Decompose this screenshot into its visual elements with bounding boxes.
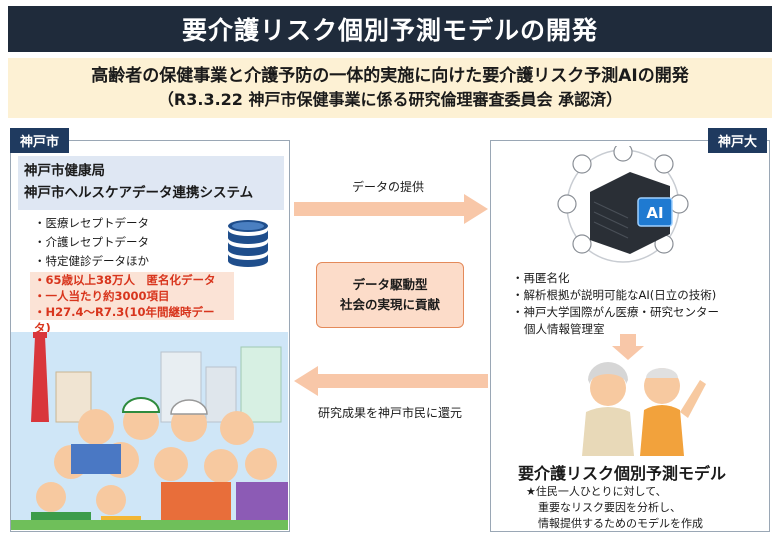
university-item: 解析根拠が説明可能なAI(日立の技術) bbox=[512, 287, 719, 304]
ai-server-illustration: AI bbox=[557, 146, 689, 263]
agency-line2: 神戸市ヘルスケアデータ連携システム bbox=[24, 185, 254, 201]
kobe-university-tag: 神戸大 bbox=[708, 128, 768, 153]
data-item: 医療レセプトデータ bbox=[34, 214, 150, 233]
page-title: 要介護リスク個別予測モデルの開発 bbox=[8, 6, 772, 52]
data-item: 特定健診データほか bbox=[34, 252, 150, 271]
elderly-couple-illustration bbox=[582, 362, 706, 456]
data-provide-label: データの提供 bbox=[352, 180, 425, 194]
stats-box: 65歳以上38万人 匿名化データ 一人当たり約3000項目 H27.4～R7.3… bbox=[30, 272, 234, 335]
data-item: 介護レセプトデータ bbox=[34, 233, 150, 252]
model-description: ★住民一人ひとりに対して、 重要なリスク要因を分析し、 情報提供するためのモデル… bbox=[526, 484, 703, 532]
city-people-illustration bbox=[11, 332, 288, 530]
return-results-label: 研究成果を神戸市民に還元 bbox=[318, 406, 463, 420]
left-arrow-icon bbox=[294, 366, 488, 396]
model-title: 要介護リスク個別予測モデル bbox=[518, 464, 727, 483]
subtitle-line1: 高齢者の保健事業と介護予防の一体的実施に向けた要介護リスク予測AIの開発 bbox=[91, 66, 689, 86]
kobe-city-tag: 神戸市 bbox=[10, 128, 70, 153]
model-desc-line: 情報提供するためのモデルを作成 bbox=[538, 517, 703, 530]
database-icon bbox=[228, 220, 268, 267]
model-desc-line: 重要なリスク要因を分析し、 bbox=[538, 501, 681, 514]
center-box-line1: データ駆動型 bbox=[352, 277, 428, 292]
down-arrow-icon bbox=[612, 334, 644, 360]
ai-chip-label: AI bbox=[646, 204, 663, 222]
stat-item: H27.4～R7.3(10年間継時データ) bbox=[34, 304, 230, 336]
center-box-line2: 社会の実現に貢献 bbox=[339, 297, 440, 312]
university-item: 神戸大学国際がん医療・研究センター bbox=[512, 304, 720, 321]
stat-item: 一人当たり約3000項目 bbox=[34, 288, 230, 304]
agency-line1: 神戸市健康局 bbox=[24, 163, 105, 179]
data-item-list: 医療レセプトデータ 介護レセプトデータ 特定健診データほか bbox=[34, 214, 150, 271]
model-desc-line: ★住民一人ひとりに対して、 bbox=[526, 485, 667, 498]
stat-item: 65歳以上38万人 匿名化データ bbox=[34, 272, 230, 288]
university-item: 再匿名化 bbox=[512, 270, 719, 287]
data-driven-box: データ駆動型 社会の実現に貢献 bbox=[316, 262, 464, 328]
university-item-list: 再匿名化 解析根拠が説明可能なAI(日立の技術) 神戸大学国際がん医療・研究セン… bbox=[512, 270, 720, 338]
university-item-continued: 個人情報管理室 bbox=[524, 322, 605, 336]
subtitle-box: 高齢者の保健事業と介護予防の一体的実施に向けた要介護リスク予測AIの開発 （R3… bbox=[8, 58, 772, 118]
agency-box: 神戸市健康局 神戸市ヘルスケアデータ連携システム bbox=[18, 156, 284, 210]
right-arrow-icon bbox=[294, 194, 488, 224]
subtitle-line2: （R3.3.22 神戸市保健事業に係る研究倫理審査委員会 承認済） bbox=[157, 90, 623, 109]
